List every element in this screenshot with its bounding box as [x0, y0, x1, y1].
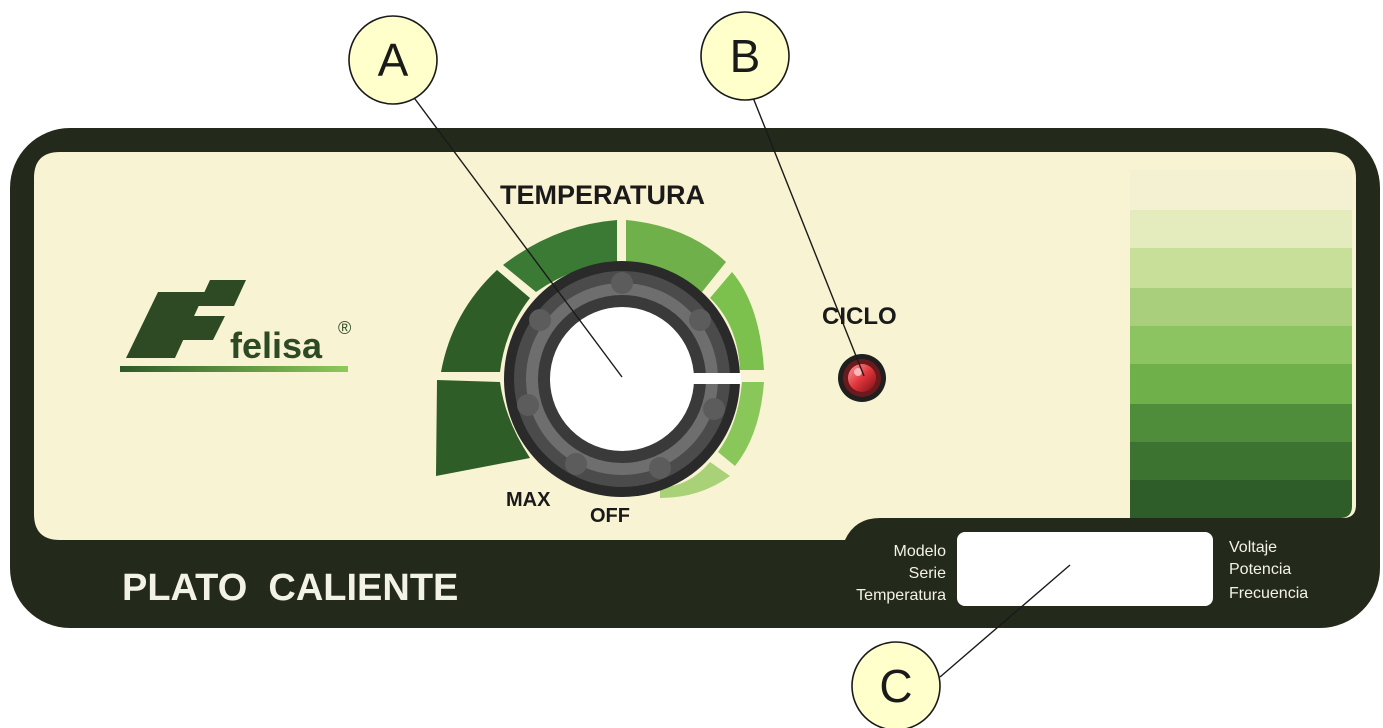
- max-label: MAX: [506, 489, 551, 511]
- plate-label-modelo: Modelo: [894, 543, 947, 560]
- plate-label-temperatura: Temperatura: [856, 587, 946, 604]
- callout-c-label: C: [879, 660, 912, 712]
- callout-leaders: [411, 94, 1071, 678]
- rating-plate-blank: [957, 532, 1213, 606]
- callout-b-label: B: [730, 30, 761, 82]
- rating-plate: Modelo Serie Temperatura Voltaje Potenci…: [856, 532, 1308, 606]
- brand-name: felisa: [230, 325, 323, 366]
- plate-label-potencia: Potencia: [1229, 561, 1291, 578]
- off-label: OFF: [590, 505, 630, 527]
- temperatura-label: TEMPERATURA: [500, 180, 705, 210]
- felisa-logo: felisa ®: [120, 280, 351, 372]
- callout-a: A: [348, 15, 438, 105]
- ciclo-label: CICLO: [822, 303, 897, 330]
- temperature-knob[interactable]: [504, 261, 741, 497]
- callout-a-label: A: [378, 34, 409, 86]
- color-gradient-strip: [1130, 170, 1352, 518]
- cycle-indicator-led: [838, 354, 886, 402]
- plate-label-serie: Serie: [909, 565, 946, 582]
- callout-c: C: [851, 641, 941, 728]
- callout-b: B: [700, 11, 790, 101]
- registered-mark: ®: [338, 318, 351, 338]
- temperature-scale: [436, 220, 764, 498]
- plate-label-frecuencia: Frecuencia: [1229, 585, 1308, 602]
- product-title: PLATO CALIENTE: [122, 567, 458, 609]
- plate-label-voltaje: Voltaje: [1229, 539, 1277, 556]
